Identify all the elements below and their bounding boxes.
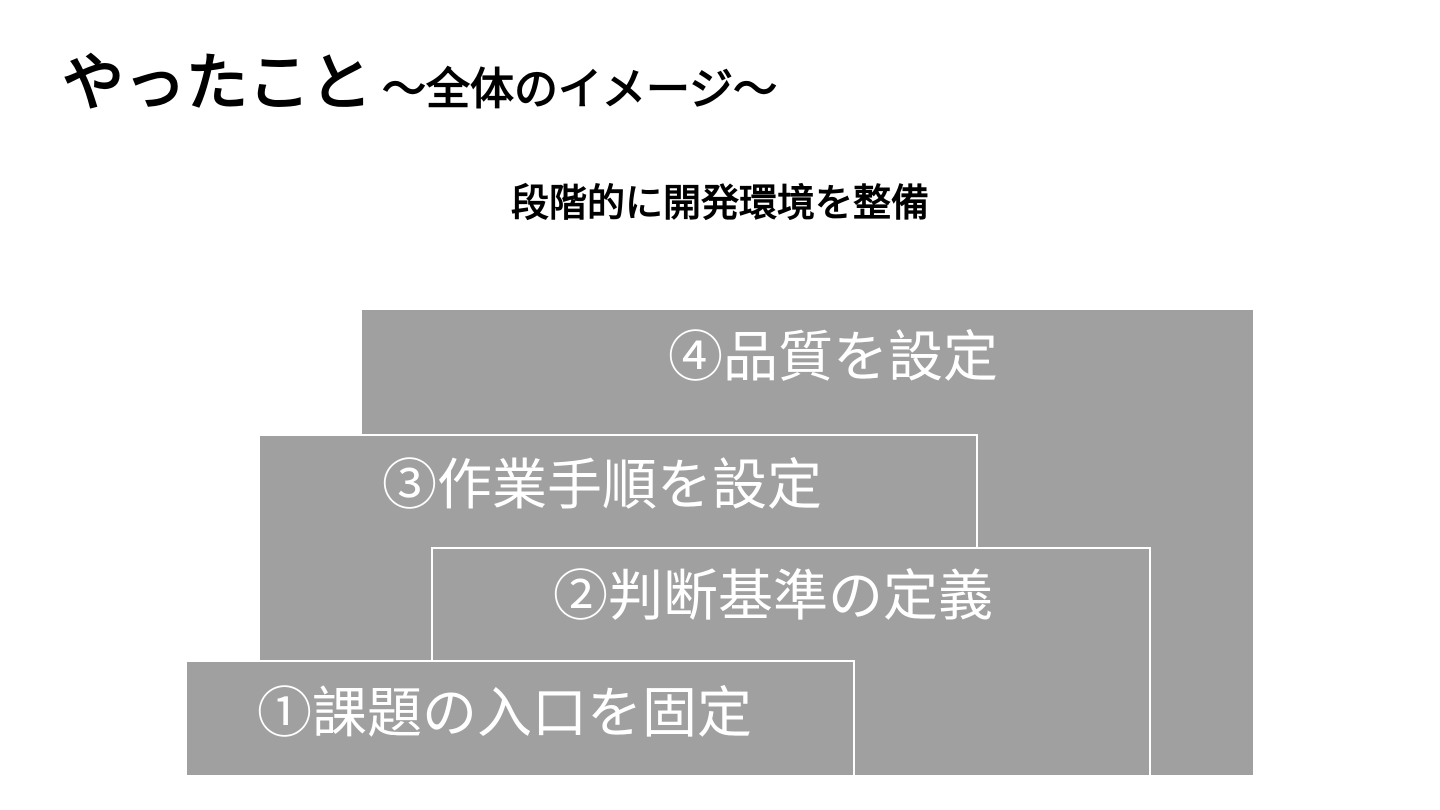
step-2-label: ②判断基準の定義 [553, 564, 994, 628]
step-3-label: ③作業手順を設定 [382, 453, 823, 517]
step-1-block: ①課題の入口を固定 [187, 660, 855, 775]
slide-title-sub: ～全体のイメージ～ [382, 64, 778, 115]
slide-title: やったこと～全体のイメージ～ [62, 52, 777, 114]
slide-title-main: やったこと [62, 46, 373, 119]
slide-subtitle: 段階的に開発環境を整備 [510, 181, 929, 225]
step-4-label: ④品質を設定 [668, 325, 999, 389]
step-1-label: ①課題の入口を固定 [257, 681, 753, 745]
